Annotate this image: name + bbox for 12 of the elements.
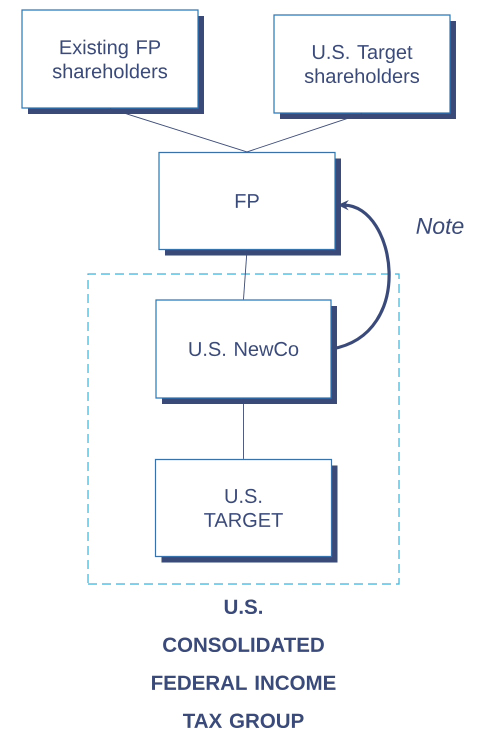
entity-box: U.S. TARGET — [154, 458, 338, 562]
edge-label: Note — [414, 216, 466, 236]
connector-line — [243, 250, 248, 300]
connector-line — [110, 108, 248, 152]
group-frame — [87, 273, 400, 585]
entity-box: U.S. Target shareholders — [273, 14, 456, 119]
entity-box: U.S. NewCo — [155, 299, 337, 404]
connector-line — [243, 398, 244, 460]
entity-box: FP — [158, 152, 341, 256]
entity-box: Existing FP shareholders — [21, 9, 204, 114]
connector-line — [246, 113, 362, 152]
group-heading: U.S. CONSOLIDATED FEDERAL INCOME TAX GROUP — [152, 600, 336, 728]
